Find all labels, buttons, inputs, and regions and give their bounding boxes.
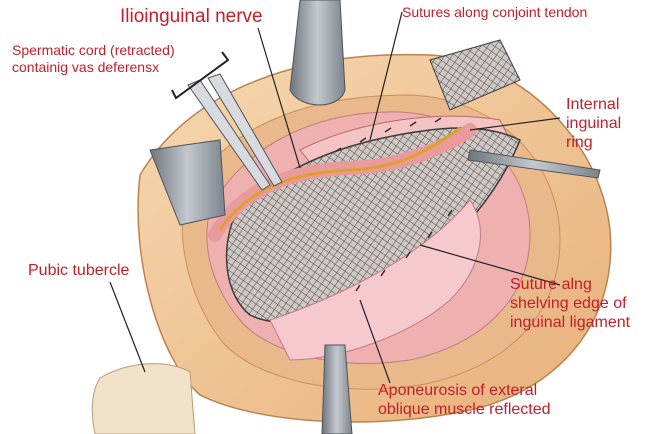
- label-suture-shelving-line3: inguinal ligament: [510, 313, 631, 331]
- leader-lines: [109, 11, 561, 384]
- label-pubic-tubercle: Pubic tubercle: [28, 262, 130, 279]
- forceps-cord-2: [207, 73, 283, 187]
- label-internal-ring-line2: inguinal: [566, 114, 622, 132]
- label-suture-shelving-line1: Suture alng: [510, 276, 592, 293]
- label-spermatic-cord-line2: containig vas deferensx: [12, 58, 160, 75]
- label-sutures-conjoint: Sutures along conjoint tendon: [402, 4, 588, 20]
- label-suture-shelving-line2: shelving edge of: [510, 294, 627, 312]
- label-aponeurosis: Aponeurosis of exteral oblique muscle re…: [378, 382, 551, 420]
- leader-ilioinguinal: [257, 27, 301, 169]
- retractor-bottom: [321, 344, 353, 434]
- retractor-top: [289, 0, 346, 106]
- leader-suture-shelving: [419, 244, 561, 286]
- sutures-shelving: [355, 209, 453, 292]
- forceps-cord-1: [187, 79, 271, 191]
- label-internal-ring-line1: Internal: [566, 96, 620, 113]
- pubic-bone: [91, 363, 196, 434]
- label-ilioinguinal-nerve: Ilioinguinal nerve: [120, 6, 263, 27]
- aponeurosis-flap: [269, 199, 481, 361]
- leader-sutures-conjoint: [369, 11, 403, 141]
- label-aponeurosis-line2: oblique muscle reflected: [378, 400, 551, 418]
- leader-internal-ring: [469, 117, 561, 131]
- sutures-conjoint: [334, 117, 442, 153]
- mesh-tail: [429, 39, 521, 111]
- label-internal-ring: Internal inguinal ring: [566, 96, 621, 153]
- leader-aponeurosis: [359, 299, 391, 384]
- ilioinguinal-nerve-path: [218, 126, 461, 231]
- label-suture-shelving: Suture alng shelving edge of inguinal li…: [510, 276, 630, 333]
- forceps-right: [467, 149, 601, 179]
- retractor-left: [149, 139, 226, 226]
- label-internal-ring-line3: ring: [566, 133, 593, 151]
- bracket-spermatic: [171, 51, 230, 100]
- label-aponeurosis-line1: Aponeurosis of exteral: [378, 382, 538, 399]
- leader-pubic-tubercle: [109, 281, 146, 373]
- label-spermatic-cord-line1: Spermatic cord (retracted): [12, 42, 175, 58]
- spermatic-cord: [208, 123, 477, 242]
- label-spermatic-cord: Spermatic cord (retracted) containig vas…: [12, 42, 175, 75]
